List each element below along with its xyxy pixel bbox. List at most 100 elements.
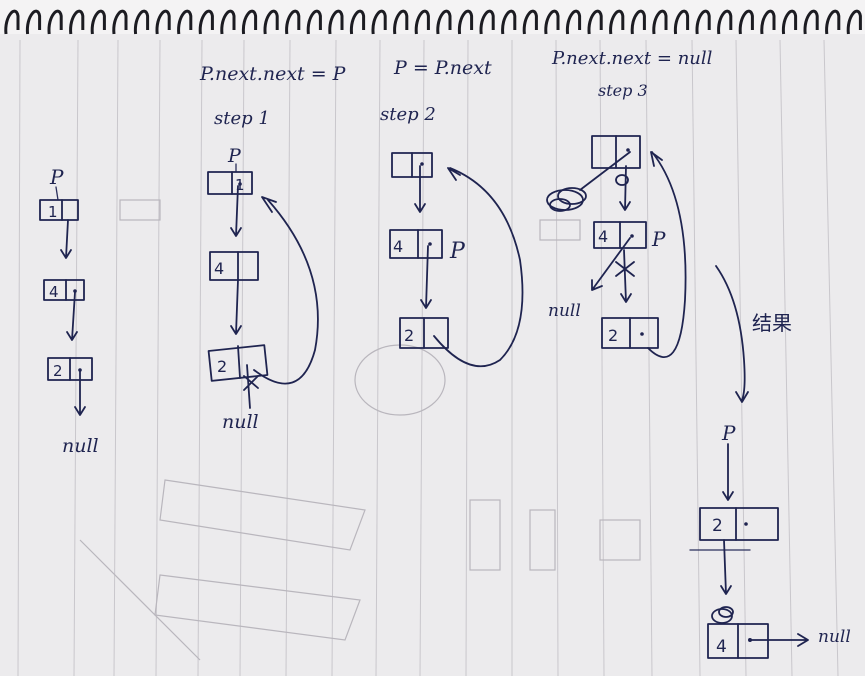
ghost-sketches xyxy=(79,199,641,661)
binding-ring xyxy=(695,9,711,35)
node-two-step2: 2 xyxy=(399,317,449,349)
binding-ring xyxy=(522,9,538,35)
result: 结果 P 2 4 null xyxy=(689,265,851,659)
node-four-result: 4 xyxy=(707,623,769,659)
svg-text:2: 2 xyxy=(217,357,227,376)
p-label-step3: P xyxy=(651,227,666,251)
arrow-4-to-2-initial xyxy=(66,291,78,341)
binding-ring xyxy=(112,9,128,35)
svg-text:4: 4 xyxy=(598,227,608,246)
binding-ring xyxy=(760,9,776,35)
binding-ring xyxy=(673,9,690,35)
binding-ring xyxy=(4,9,20,35)
crossed-arrow-4-to-2-step3 xyxy=(615,249,635,303)
binding-ring xyxy=(393,9,409,35)
arrow-4-to-2-step2 xyxy=(420,245,432,309)
binding-ring xyxy=(544,9,560,35)
result-title: 结果 xyxy=(752,311,792,335)
p-label-initial: P xyxy=(49,165,64,189)
binding-ring xyxy=(47,9,63,35)
binding-ring xyxy=(479,9,495,35)
step3-code: P.next.next = null xyxy=(551,48,713,69)
node-two-result: 2 xyxy=(699,507,779,541)
binding-ring xyxy=(349,9,366,35)
step-1: P.next.next = P step 1 P 1 4 2 null xyxy=(199,63,347,433)
binding-ring xyxy=(436,9,452,35)
scribble-result xyxy=(711,606,734,624)
binding-ring xyxy=(69,9,85,35)
svg-text:4: 4 xyxy=(49,283,59,301)
arrow-p-to-node-result xyxy=(722,443,734,501)
arrow-4-to-2-step1 xyxy=(230,279,242,335)
node-four-step2: 4 xyxy=(389,229,443,259)
node-two-step1: 2 xyxy=(207,344,269,382)
binding-ring xyxy=(587,9,603,35)
step2-title: step 2 xyxy=(380,104,436,125)
binding-ring xyxy=(781,9,798,35)
arrow-1-to-4-step3 xyxy=(619,165,631,211)
svg-text:2: 2 xyxy=(53,362,63,380)
binding-ring xyxy=(501,9,517,35)
arrow-4-to-null-result xyxy=(751,633,809,647)
arrow-1-to-4-step2 xyxy=(414,165,426,213)
node-four-step3: 4 xyxy=(593,221,647,249)
binding-ring xyxy=(457,9,474,35)
initial-list: P 1 4 2 null xyxy=(39,165,99,457)
node-two-step3: 2 xyxy=(601,317,659,349)
arrow-4-to-null-step3 xyxy=(591,237,631,291)
step-2: P = P.next step 2 4 P 2 xyxy=(380,57,524,368)
binding-ring xyxy=(198,9,214,35)
step1-title: step 1 xyxy=(214,108,270,129)
arrow-2-to-4-result xyxy=(720,539,732,595)
binding-ring xyxy=(133,9,150,35)
ruled-lines xyxy=(17,39,839,676)
null-label-result: null xyxy=(818,627,851,647)
curved-arrow-2-to-4-step3 xyxy=(647,151,687,359)
curved-arrow-2-to-4-step2 xyxy=(433,167,524,368)
scribble-erasure xyxy=(546,151,631,212)
binding-ring xyxy=(652,9,668,35)
svg-text:4: 4 xyxy=(393,237,403,256)
binding-ring xyxy=(306,9,322,35)
binding-ring xyxy=(846,9,862,35)
null-label-initial: null xyxy=(62,435,99,457)
arrow-1-to-4-step1 xyxy=(230,185,242,237)
binding-ring xyxy=(630,9,646,35)
binding-ring xyxy=(263,9,279,35)
svg-text:1: 1 xyxy=(48,203,58,221)
binding-ring xyxy=(414,9,430,35)
null-label-step1: null xyxy=(222,411,259,433)
svg-text:2: 2 xyxy=(712,516,723,536)
p-label-step2: P xyxy=(449,239,466,264)
binding-ring xyxy=(220,9,236,35)
spiral-binding xyxy=(0,0,865,35)
binding-ring xyxy=(825,9,841,35)
arrow-1-to-4-initial xyxy=(60,219,72,259)
svg-text:4: 4 xyxy=(716,637,727,657)
binding-ring xyxy=(177,9,193,35)
step3-title: step 3 xyxy=(598,81,648,100)
svg-text:4: 4 xyxy=(214,259,224,278)
result-arrow xyxy=(715,265,749,403)
node-one-step2 xyxy=(391,152,433,178)
binding-ring xyxy=(738,9,754,35)
binding-ring xyxy=(717,9,733,35)
node-four-initial: 4 xyxy=(43,279,85,301)
binding-ring xyxy=(25,9,42,35)
step2-code: P = P.next xyxy=(393,57,492,79)
binding-ring xyxy=(565,9,582,35)
step-3: P.next.next = null step 3 4 P null xyxy=(546,48,713,359)
node-one-initial: 1 xyxy=(39,199,79,221)
p-label-result: P xyxy=(721,421,736,445)
binding-ring xyxy=(609,9,625,35)
step1-code: P.next.next = P xyxy=(199,63,347,85)
null-label-step3: null xyxy=(548,301,581,321)
binding-ring xyxy=(285,9,301,35)
binding-ring xyxy=(328,9,344,35)
curved-arrow-2-to-4-step1 xyxy=(253,196,319,385)
arrow-2-to-null-initial xyxy=(74,369,86,416)
node-one-step1: 1 xyxy=(207,171,253,195)
